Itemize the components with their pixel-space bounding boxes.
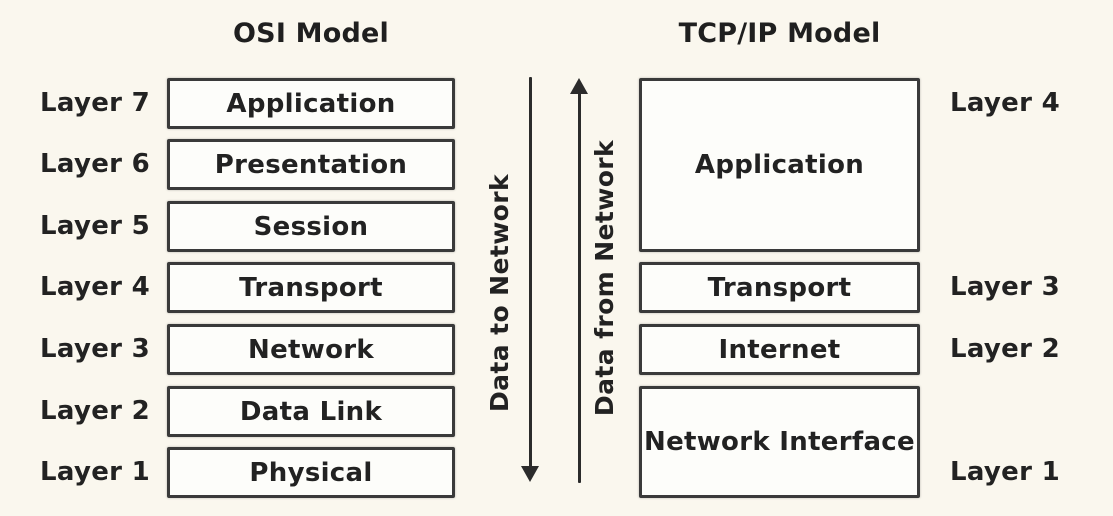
arrow-up-icon [578, 92, 581, 483]
tcpip-layer1-label: Layer 1 [950, 457, 1060, 487]
osi-layer1-label: Layer 1 [40, 457, 150, 487]
tcpip-layer3-label: Layer 3 [950, 272, 1060, 302]
osi-box-session: Session [167, 201, 455, 252]
osi-layer3-label: Layer 3 [40, 334, 150, 364]
osi-box-presentation: Presentation [167, 139, 455, 190]
osi-layer4-label: Layer 4 [40, 272, 150, 302]
tcpip-model-title: TCP/IP Model [678, 18, 881, 49]
tcpip-box-application: Application [639, 78, 920, 252]
osi-box-data-link: Data Link [167, 386, 455, 437]
tcpip-box-transport: Transport [639, 262, 920, 313]
osi-layer5-label: Layer 5 [40, 211, 150, 241]
tcpip-layer2-label: Layer 2 [950, 334, 1060, 364]
osi-box-transport: Transport [167, 262, 455, 313]
tcpip-box-network-interface: Network Interface [639, 386, 920, 498]
arrow-down-head-icon [521, 466, 539, 482]
tcpip-box-internet: Internet [639, 324, 920, 375]
arrow-down-icon [529, 77, 532, 467]
osi-model-title: OSI Model [233, 18, 389, 49]
osi-layer6-label: Layer 6 [40, 149, 150, 179]
tcpip-layer4-label: Layer 4 [950, 88, 1060, 118]
osi-box-physical: Physical [167, 447, 455, 498]
arrow-up-head-icon [570, 78, 588, 94]
osi-layer2-label: Layer 2 [40, 396, 150, 426]
osi-box-application: Application [167, 78, 455, 129]
osi-box-network: Network [167, 324, 455, 375]
data-from-network-label: Data from Network [590, 139, 619, 417]
osi-layer7-label: Layer 7 [40, 88, 150, 118]
data-to-network-label: Data to Network [485, 173, 514, 413]
